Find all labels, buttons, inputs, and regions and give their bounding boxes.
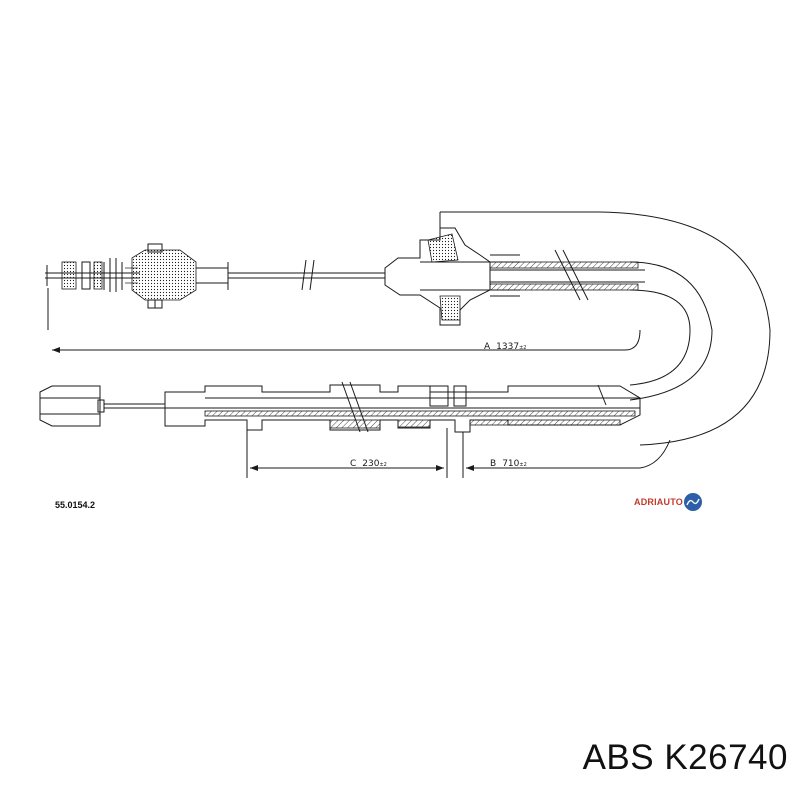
overall-length-arc: [440, 211, 771, 446]
dim-c-value: 230: [362, 459, 379, 469]
dim-b-unit: ±2: [519, 462, 526, 468]
dim-a-value: 1337: [496, 342, 519, 352]
dim-a-letter: A: [484, 342, 491, 352]
dim-c-letter: C: [350, 459, 356, 469]
cable-bend-inner: [629, 261, 713, 401]
dim-c-unit: ±2: [379, 462, 386, 468]
end-eyelet: [39, 385, 165, 427]
product-caption: ABS K26740: [582, 738, 788, 777]
break-mark: [301, 259, 307, 291]
left-fitting: [131, 243, 229, 309]
right-bracket-fitting: [384, 227, 520, 326]
drawing-part-number: 55.0154.2: [55, 500, 96, 510]
brand-logo-badge-icon: [683, 493, 702, 511]
brand-logo: ADRIAUTO: [634, 493, 702, 511]
brand-logo-text: ADRIAUTO: [634, 497, 683, 507]
dimension-c: C 230±2: [246, 428, 448, 478]
dimension-a: A 1337±2: [47, 288, 641, 353]
dim-b-value: 710: [502, 459, 519, 469]
cable-sheath: [489, 249, 645, 301]
sheath-body: [164, 381, 641, 433]
dim-a-unit: ±2: [519, 345, 526, 351]
upper-cable-view: A 1337±2: [45, 211, 771, 446]
dim-b-letter: B: [490, 459, 496, 469]
dimension-b: B 710±2: [462, 432, 671, 478]
threaded-end: [45, 258, 140, 292]
